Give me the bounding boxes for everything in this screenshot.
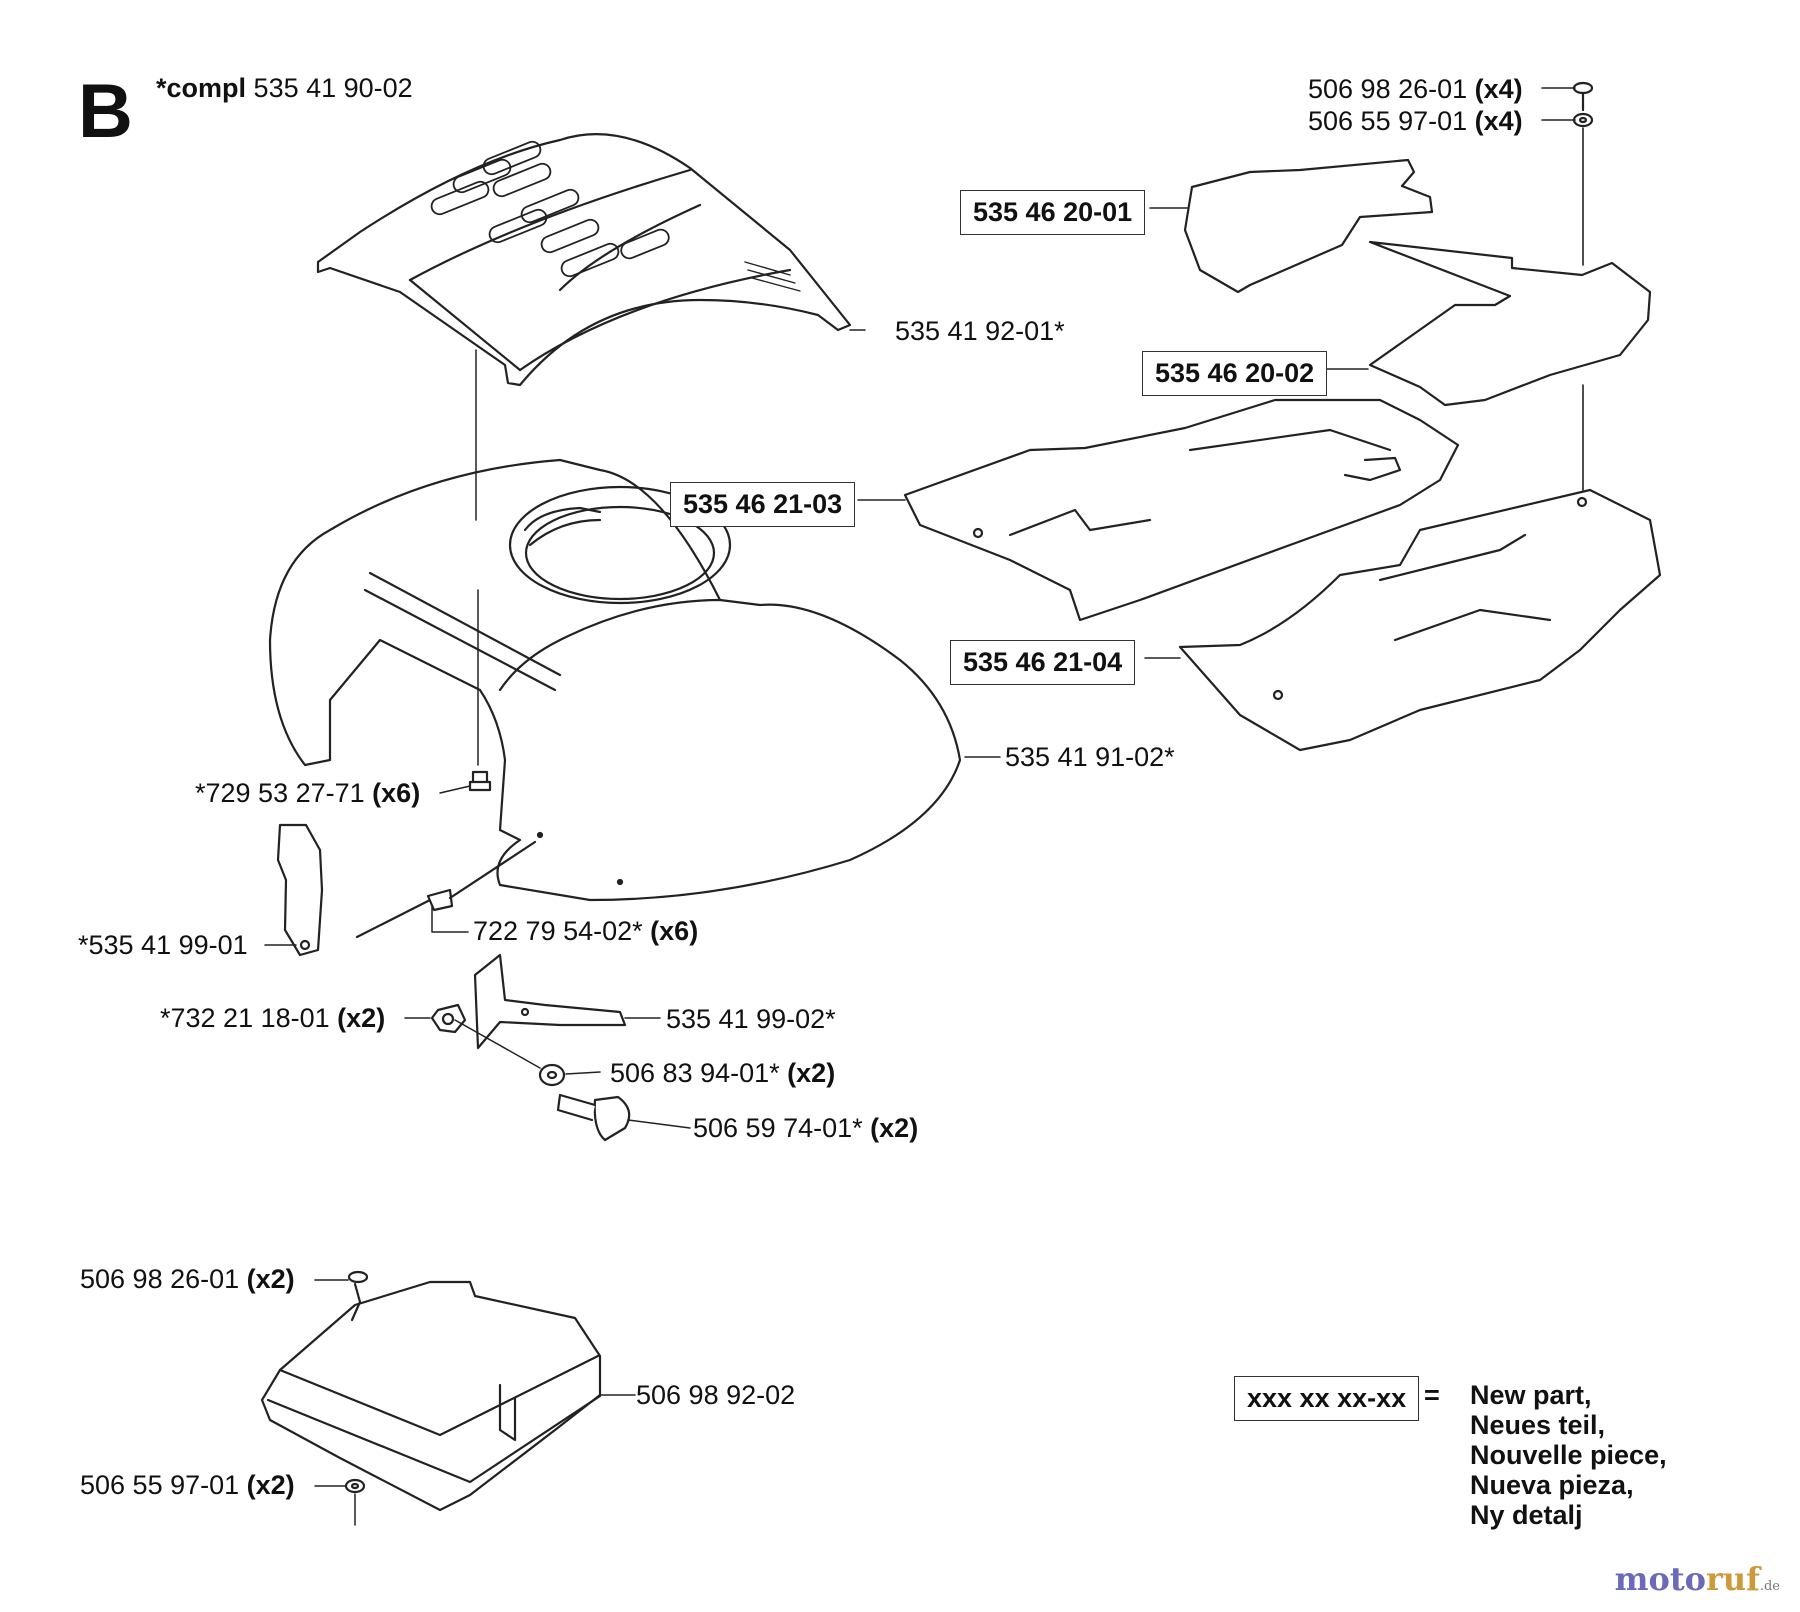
nut-part <box>430 1003 467 1034</box>
washer-bottom-part <box>344 1478 366 1494</box>
legend-line: Nueva pieza, <box>1470 1470 1634 1500</box>
part-label-hood-grille: 535 41 92-01* <box>895 318 1065 345</box>
screw-729-part <box>468 770 492 792</box>
washer-top-part <box>1572 112 1594 128</box>
part-label-nut: *732 21 18-01 (x2) <box>160 1005 385 1032</box>
legend-line: Neues teil, <box>1470 1410 1606 1440</box>
part-number: 506 83 94-01* <box>610 1058 780 1088</box>
part-label-bracket-right: 535 41 99-02* <box>666 1006 836 1033</box>
section-letter: B <box>78 69 133 154</box>
watermark-logo: motoruf.de <box>1615 1560 1780 1598</box>
part-number: 506 55 97-01 <box>1308 106 1468 136</box>
part-qty: (x4) <box>1474 106 1523 136</box>
part-number: 506 98 26-01 <box>1308 74 1468 104</box>
part-number: 506 59 74-01* <box>693 1113 863 1143</box>
rivet-part <box>355 840 537 939</box>
hood-grille-part <box>316 133 852 387</box>
watermark-suffix: .de <box>1759 1579 1780 1594</box>
mat-1-part <box>1183 158 1434 294</box>
part-number: 535 41 92-01* <box>895 316 1065 346</box>
hood-main-part <box>268 458 962 902</box>
part-label-washer-bottom: 506 55 97-01 (x2) <box>80 1472 295 1499</box>
part-label-hood-main: 535 41 91-02* <box>1005 744 1175 771</box>
part-qty: (x2) <box>246 1264 295 1294</box>
legend-equals: = <box>1424 1380 1440 1410</box>
leader-lines <box>264 87 1576 1526</box>
watermark-part1: moto <box>1614 1560 1706 1598</box>
part-qty: (x2) <box>787 1058 836 1088</box>
new-part-mat-3: 535 46 21-03 <box>670 482 856 527</box>
part-label-bracket-left: *535 41 99-01 <box>78 932 248 959</box>
part-number: 535 41 91-02* <box>1005 742 1175 772</box>
cover-box-part <box>260 1270 602 1512</box>
part-number: *535 41 99-01 <box>78 930 248 960</box>
part-label-screw-729: *729 53 27-71 (x6) <box>195 780 420 807</box>
part-qty: (x4) <box>1474 74 1523 104</box>
part-label-bolt: 506 59 74-01* (x2) <box>693 1115 918 1142</box>
legend-line: New part, <box>1470 1380 1592 1410</box>
part-qty: (x6) <box>650 916 699 946</box>
part-qty: (x2) <box>246 1470 295 1500</box>
part-label-washer-top: 506 55 97-01 (x4) <box>1308 108 1523 135</box>
compl-assembly-label: *compl 535 41 90-02 <box>156 75 413 102</box>
bracket-right-part <box>473 953 627 1050</box>
legend-line: Ny detalj <box>1470 1500 1583 1530</box>
part-number: *732 21 18-01 <box>160 1003 330 1033</box>
part-label-screw-bottom: 506 98 26-01 (x2) <box>80 1266 295 1293</box>
mat-3-part <box>903 398 1460 622</box>
mat-4-part <box>1178 488 1662 752</box>
part-label-washer-mid: 506 83 94-01* (x2) <box>610 1060 835 1087</box>
new-part-mat-4: 535 46 21-04 <box>950 640 1136 685</box>
legend-sample-box: xxx xx xx-xx <box>1234 1376 1420 1421</box>
part-qty: (x6) <box>372 778 421 808</box>
part-label-screw-top: 506 98 26-01 (x4) <box>1308 76 1523 103</box>
part-number: 506 98 26-01 <box>80 1264 240 1294</box>
part-qty: (x2) <box>870 1113 919 1143</box>
bracket-left-part <box>276 823 324 957</box>
new-part-mat-2: 535 46 20-02 <box>1142 351 1328 396</box>
legend-text: New part, Neues teil, Nouvelle piece, Nu… <box>1470 1380 1667 1530</box>
compl-number: 535 41 90-02 <box>253 73 413 103</box>
washer-mid-part <box>538 1063 566 1087</box>
part-qty: (x2) <box>337 1003 386 1033</box>
part-number: 722 79 54-02* <box>473 916 643 946</box>
watermark-part2: ruf <box>1705 1560 1760 1598</box>
part-number: 506 98 92-02 <box>636 1380 796 1410</box>
part-label-cover-box: 506 98 92-02 <box>636 1382 795 1409</box>
part-number: *729 53 27-71 <box>195 778 365 808</box>
part-number: 506 55 97-01 <box>80 1470 240 1500</box>
bolt-part <box>556 1093 631 1142</box>
screw-top-part <box>1572 81 1594 112</box>
compl-prefix: *compl <box>156 73 247 103</box>
part-label-rivet: 722 79 54-02* (x6) <box>473 918 698 945</box>
new-part-mat-1: 535 46 20-01 <box>960 190 1146 235</box>
legend-line: Nouvelle piece, <box>1470 1440 1667 1470</box>
mat-2-part <box>1368 240 1652 407</box>
part-number: 535 41 99-02* <box>666 1004 836 1034</box>
